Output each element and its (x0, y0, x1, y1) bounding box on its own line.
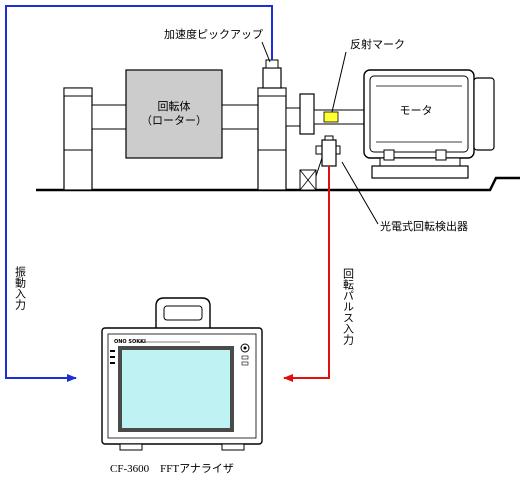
rotor-label-line2: （ローター） (141, 114, 207, 127)
photo-detector-leader (341, 161, 379, 225)
accelerometer-pickup (262, 59, 282, 89)
analyzer-foot-left (119, 443, 143, 451)
analyzer-side-button (110, 350, 115, 352)
reflective-mark (323, 111, 339, 123)
fft-analyzer: ONO SOKKI (101, 297, 263, 451)
photoelectric-detector (299, 135, 341, 191)
photo-detector-label: 光電式回転検出器 (380, 219, 468, 233)
left-bearing-pedestal (63, 87, 93, 191)
analyzer-brand: ONO SOKKI (114, 339, 146, 345)
motor: モータ (363, 69, 495, 179)
analyzer-foot-right (221, 443, 245, 451)
pulse-input-label: 回転パルス入力 (342, 268, 355, 345)
vibration-signal-cable (5, 5, 273, 382)
pickup-label: 加速度ピックアップ (164, 27, 263, 41)
shaft-middle (221, 104, 259, 130)
analyzer-caption: CF-3600 FFTアナライザ (110, 462, 234, 475)
pickup-leader-line (261, 41, 271, 63)
right-bearing-pedestal (257, 87, 287, 191)
analyzer-side-button (110, 356, 115, 358)
reflective-mark-leader (331, 51, 347, 113)
rotor-label-line1: 回転体 (158, 99, 191, 113)
reflective-mark-label: 反射マーク (350, 37, 405, 51)
rotation-pulse-cable (283, 166, 330, 382)
analyzer-side-button (110, 362, 115, 364)
vibration-input-label: 振動入力 (14, 265, 27, 310)
motor-label: モータ (400, 104, 433, 117)
rotor: 回転体 （ローター） (125, 69, 223, 159)
shaft-left (91, 104, 127, 130)
